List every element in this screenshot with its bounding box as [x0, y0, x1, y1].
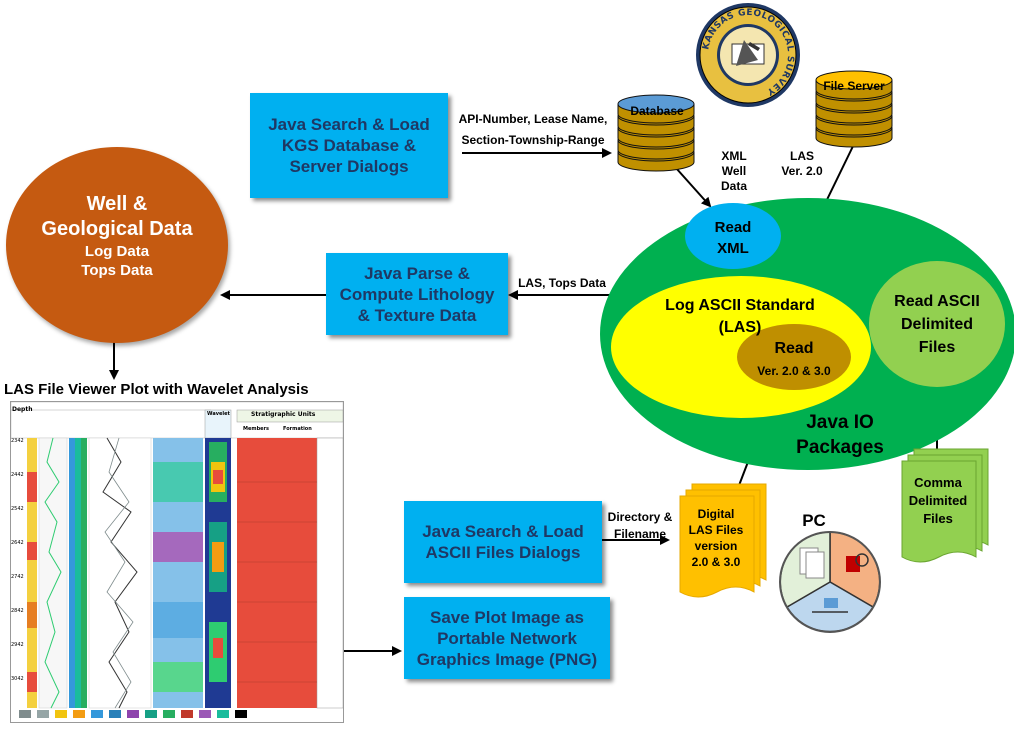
viewer-formation-header: Formation: [283, 426, 312, 432]
parse-compute-lithology-box: Java Parse & Compute Lithology & Texture…: [326, 253, 508, 335]
well-geological-data-circle: [6, 147, 228, 343]
las-ver-label: LAS Ver. 2.0: [772, 149, 832, 179]
label-line: Section-Township-Range: [461, 133, 605, 147]
box-line: KGS Database &: [281, 136, 417, 155]
depth-label: 2842: [11, 608, 24, 614]
depth-label: 2942: [11, 642, 24, 648]
box-line: Graphics Image (PNG): [416, 649, 598, 669]
database-label: Database: [630, 104, 684, 118]
text-line: Delimited: [900, 316, 973, 333]
digital-las-files-document-icon: [679, 483, 767, 598]
text-line: Read: [714, 219, 752, 236]
arrow-database-to-xml: [675, 167, 712, 208]
text-line: 2.0 & 3.0: [691, 555, 741, 569]
label-line: XML: [721, 149, 747, 163]
viewer-plot-svg: [11, 402, 343, 718]
read-xml-ellipse: [685, 203, 781, 269]
text-line: Files: [918, 339, 956, 356]
label-line: Ver. 2.0: [781, 164, 823, 178]
box-line: & Texture Data: [357, 305, 477, 325]
well-item: Tops Data: [81, 262, 153, 279]
save-png-box: Save Plot Image as Portable Network Grap…: [404, 597, 610, 679]
pc-pie-icon: [779, 531, 881, 633]
well-item: Log Data: [84, 243, 150, 260]
depth-label: 2742: [11, 574, 24, 580]
file-server-label: File Server: [823, 79, 885, 93]
api-number-label: API-Number, Lease Name, Section-Township…: [452, 112, 614, 148]
ascii-files-dialogs-box: Java Search & Load ASCII Files Dialogs: [404, 501, 602, 583]
pc-label: PC: [802, 511, 826, 530]
label-line: Filename: [613, 527, 667, 541]
text-line: Read: [774, 340, 814, 357]
box-line: Server Dialogs: [289, 157, 409, 176]
well-circle-text: Well & Geological Data Log Data Tops Dat…: [16, 192, 218, 280]
label-line: API-Number, Lease Name,: [458, 112, 608, 126]
text-line: LAS Files: [688, 523, 744, 537]
text-line: Log ASCII Standard: [665, 297, 815, 314]
box-line: Compute Lithology: [339, 284, 495, 304]
box-line: Portable Network: [437, 628, 577, 648]
box-line: Java Search & Load: [268, 115, 430, 134]
comma-delimited-text: Comma Delimited Files: [900, 474, 976, 528]
text-line: Comma: [914, 475, 962, 490]
text-line: XML: [717, 240, 749, 257]
viewer-members-header: Members: [243, 426, 269, 432]
box-line: ASCII Files Dialogs: [425, 543, 581, 562]
las-standard-text: Log ASCII Standard (LAS): [640, 295, 840, 339]
depth-label: 3042: [11, 676, 24, 682]
pc-database-icon: [846, 553, 869, 572]
comma-delimited-document-icon: [901, 448, 989, 563]
database-cylinder-icon: [617, 94, 695, 172]
label-line: Well: [721, 164, 747, 178]
viewer-title: LAS File Viewer Plot with Wavelet Analys…: [4, 381, 309, 398]
viewer-strat-header: Stratigraphic Units: [251, 411, 316, 418]
text-line: Delimited: [908, 493, 968, 508]
well-title-line: Geological Data: [41, 218, 193, 240]
search-load-kgs-dialogs-box: Java Search & Load KGS Database & Server…: [250, 93, 448, 198]
text-line: Packages: [796, 437, 884, 458]
well-title-line: Well &: [86, 193, 148, 215]
depth-label: 2442: [11, 472, 24, 478]
read-xml-text: Read XML: [688, 217, 778, 259]
pc-network-icon: [812, 598, 848, 613]
las-viewer-plot: Depth Wavelet Stratigraphic Units Member…: [10, 401, 344, 723]
text-line: Java IO: [806, 412, 874, 433]
viewer-legend: [19, 710, 247, 718]
text-line: version: [694, 539, 738, 553]
file-server-cylinder-icon: [815, 70, 893, 148]
viewer-depth-labels: 2342 2442 2542 2642 2742 2842 2942 3042: [11, 438, 26, 708]
kgs-seal-logo: KANSAS GEOLOGICAL SURVEY: [692, 2, 804, 108]
text-line: Digital: [697, 507, 735, 521]
box-line: Save Plot Image as: [429, 607, 585, 627]
directory-filename-label: Directory & Filename: [602, 509, 678, 543]
text-line: Files: [923, 511, 953, 526]
read-las-text: Read Ver. 2.0 & 3.0: [744, 338, 844, 379]
box-line: Java Search & Load: [422, 522, 584, 541]
text-line: (LAS): [718, 319, 762, 336]
las-tops-label: LAS, Tops Data: [518, 276, 606, 290]
read-las-ellipse: [737, 324, 851, 390]
label-line: LAS: [790, 149, 814, 163]
read-ascii-ellipse: [869, 261, 1005, 387]
box-line: Java Parse &: [364, 263, 470, 283]
viewer-wavelet-header: Wavelet: [207, 411, 230, 417]
text-line: Read ASCII: [894, 293, 980, 310]
text-line: Ver. 2.0 & 3.0: [757, 364, 831, 378]
xml-well-data-label: XML Well Data: [712, 149, 756, 194]
label-line: Directory &: [607, 510, 673, 524]
depth-label: 2642: [11, 540, 24, 546]
depth-label: 2542: [11, 506, 24, 512]
pc-document-icon: [799, 547, 825, 579]
viewer-depth-header: Depth: [12, 406, 33, 413]
java-io-packages-text: Java IO Packages: [780, 410, 900, 460]
digital-las-files-text: Digital LAS Files version 2.0 & 3.0: [680, 506, 752, 570]
depth-label: 2342: [11, 438, 24, 444]
read-ascii-text: Read ASCII Delimited Files: [872, 290, 1002, 359]
label-line: Data: [720, 179, 747, 193]
